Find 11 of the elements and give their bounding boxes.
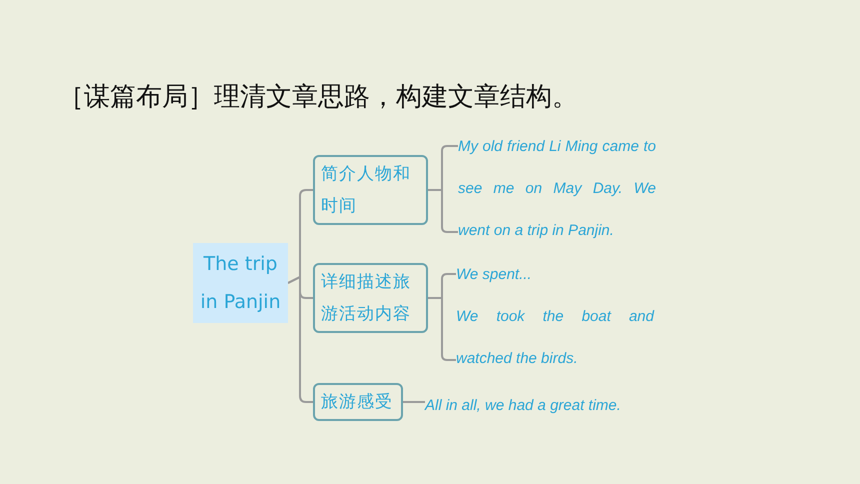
heading: ［谋篇布局］理清文章思路，构建文章结构。 (58, 81, 578, 114)
description-text: We took the boat and watched the birds. (456, 307, 654, 369)
connector-line (288, 276, 313, 403)
description-text: All in all, we had a great time. (425, 396, 622, 416)
connector-line (403, 401, 425, 403)
branch-box: 简介人物和时间 (313, 155, 428, 225)
branch-box: 详细描述旅游活动内容 (313, 263, 428, 333)
topic-box: The trip in Panjin (193, 243, 288, 323)
description-text: We spent... (456, 265, 533, 285)
description-text: My old friend Li Ming came to see me on May Day. We went on a trip in Panjin. (458, 137, 656, 241)
branch-box: 旅游感受 (313, 383, 403, 421)
